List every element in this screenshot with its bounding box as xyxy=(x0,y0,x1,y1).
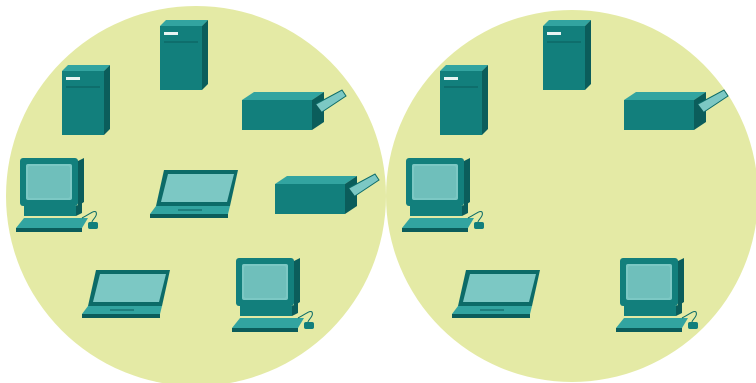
server-icon xyxy=(160,20,208,90)
network-right xyxy=(386,10,756,382)
server-icon xyxy=(543,20,591,90)
server-icon xyxy=(62,65,110,135)
server-icon xyxy=(440,65,488,135)
network-left xyxy=(6,6,386,383)
laptop-icon xyxy=(150,170,238,218)
laptop-icon xyxy=(452,270,540,318)
laptop-icon xyxy=(82,270,170,318)
